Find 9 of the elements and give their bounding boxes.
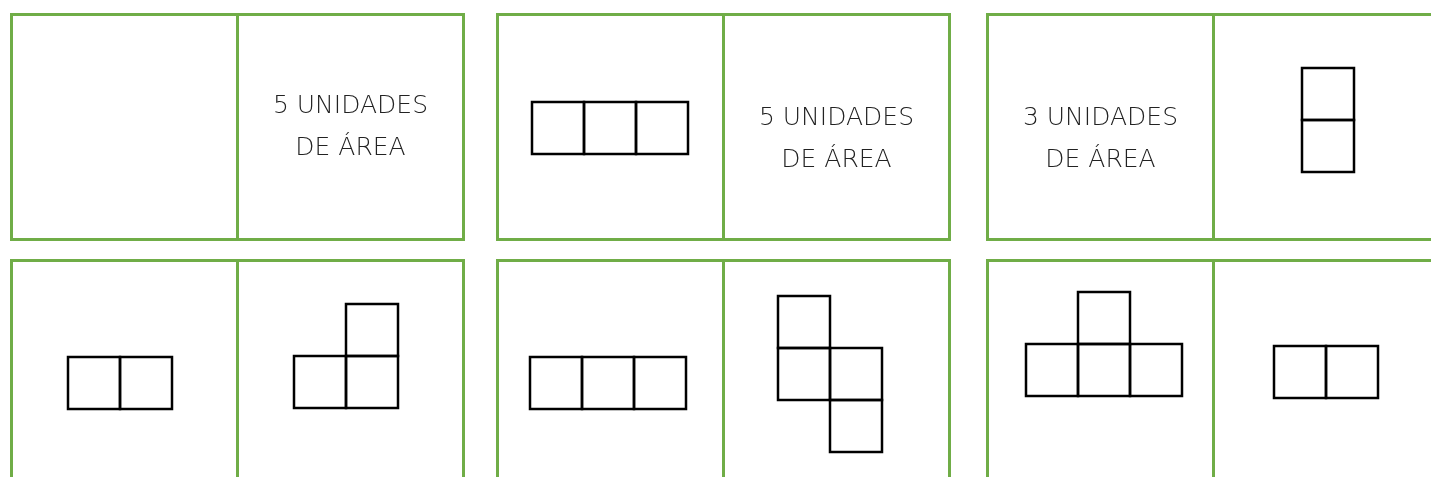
domino-card [986, 13, 1431, 241]
domino-card [10, 13, 465, 241]
area-label: 3 UNIDADES DE ÁREA [1021, 101, 1180, 175]
domino-card [496, 259, 951, 477]
area-label: 5 UNIDADES DE ÁREA [271, 89, 430, 163]
domino-card [496, 13, 951, 241]
domino-card [10, 259, 465, 477]
area-label: 5 UNIDADES DE ÁREA [757, 101, 916, 175]
domino-card [986, 259, 1431, 477]
